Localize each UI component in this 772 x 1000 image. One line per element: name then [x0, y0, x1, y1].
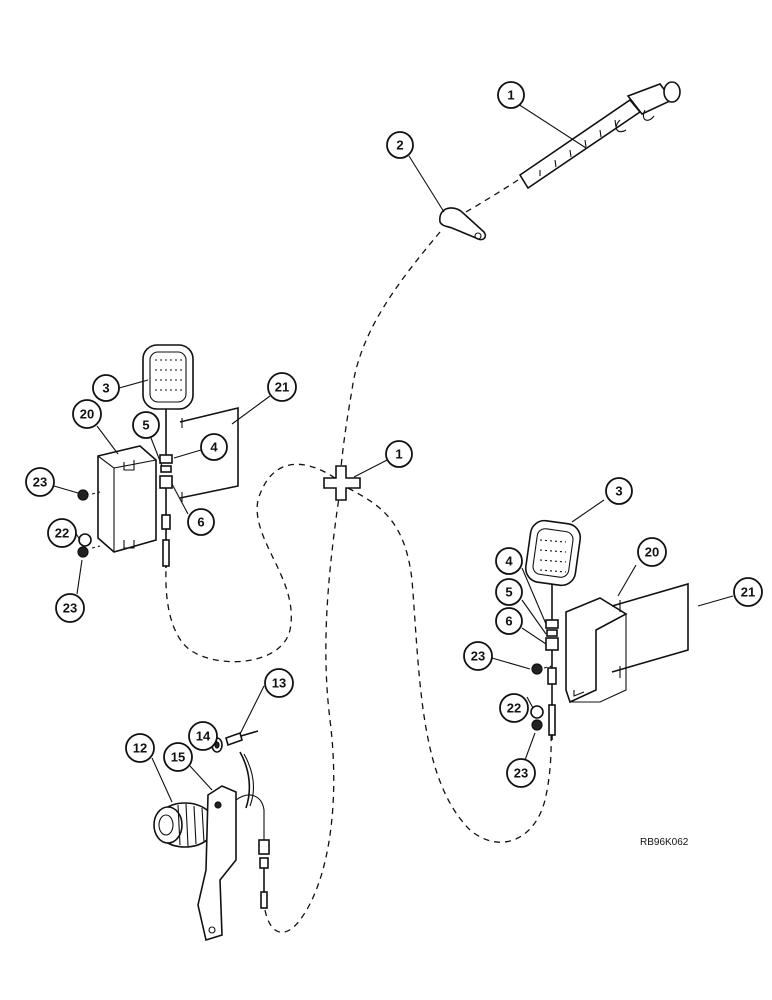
svg-text:21: 21	[275, 380, 289, 395]
right-nuts-washers	[530, 663, 553, 731]
svg-text:4: 4	[210, 440, 218, 455]
right-u-bolt-part-21	[611, 582, 689, 678]
wiring-harness	[165, 179, 552, 933]
svg-text:5: 5	[505, 585, 512, 600]
svg-text:1: 1	[395, 447, 402, 462]
svg-text:3: 3	[615, 484, 622, 499]
callout-20-right: 20	[637, 537, 667, 567]
callout-12: 12	[125, 733, 155, 763]
svg-text:13: 13	[272, 676, 286, 691]
callouts: 1 2 1 3 21 20 5 4 6 23 22 23 3 20 21 4 5…	[25, 81, 763, 788]
callout-22-right: 22	[499, 693, 529, 723]
callout-21-right: 21	[733, 577, 763, 607]
svg-text:23: 23	[33, 475, 47, 490]
svg-text:3: 3	[102, 381, 109, 396]
right-lamp-hardware	[545, 619, 559, 740]
svg-text:23: 23	[63, 601, 77, 616]
callout-6-right: 6	[495, 607, 523, 635]
svg-text:6: 6	[197, 515, 204, 530]
left-warning-lamp-part-3	[142, 344, 194, 460]
svg-text:20: 20	[645, 545, 659, 560]
svg-text:23: 23	[471, 649, 485, 664]
left-bracket-part-20	[97, 445, 157, 553]
callout-4-left: 4	[200, 433, 228, 461]
left-lamp-hardware	[159, 454, 173, 568]
svg-text:5: 5	[142, 418, 149, 433]
callout-3-left: 3	[92, 374, 120, 402]
callout-21-left: 21	[267, 372, 297, 402]
left-u-bolt-part-21	[179, 406, 239, 502]
svg-text:23: 23	[514, 766, 528, 781]
right-bracket-part-20	[565, 597, 628, 704]
callout-4-right: 4	[495, 547, 523, 575]
svg-text:22: 22	[507, 701, 521, 716]
right-warning-lamp-part-3	[524, 519, 582, 625]
callout-13: 13	[264, 668, 294, 698]
svg-text:20: 20	[80, 407, 94, 422]
svg-text:15: 15	[171, 750, 185, 765]
callout-22-left: 22	[47, 518, 77, 548]
callout-15: 15	[163, 742, 193, 772]
figure-code: RB96K062	[640, 837, 689, 848]
callout-3-right: 3	[605, 477, 633, 505]
callout-5-right: 5	[495, 578, 523, 606]
callout-5-left: 5	[132, 411, 160, 439]
callout-23-left-b: 23	[55, 593, 85, 623]
svg-text:4: 4	[505, 554, 513, 569]
svg-text:14: 14	[196, 729, 211, 744]
cross-junction-part-1	[323, 465, 361, 501]
callout-1-mid: 1	[385, 440, 413, 468]
callout-23-right-b: 23	[506, 758, 536, 788]
callout-14: 14	[188, 721, 218, 751]
callout-23-left-a: 23	[25, 467, 55, 497]
screw-part-13	[225, 730, 259, 747]
callout-2: 2	[386, 131, 414, 159]
callout-1-top: 1	[497, 81, 525, 109]
callout-23-right-a: 23	[463, 641, 493, 671]
svg-text:1: 1	[507, 88, 514, 103]
wire-clamp-part-2	[439, 207, 487, 241]
svg-text:21: 21	[741, 585, 755, 600]
callout-6-left: 6	[187, 508, 215, 536]
rotation-arc-marks	[239, 751, 254, 809]
svg-text:2: 2	[396, 138, 403, 153]
mounting-bracket-part-15	[197, 785, 270, 942]
svg-text:6: 6	[505, 614, 512, 629]
callout-20-left: 20	[72, 399, 102, 429]
harness-plug-part-1	[518, 81, 681, 190]
svg-text:22: 22	[55, 526, 69, 541]
svg-text:12: 12	[133, 741, 147, 756]
left-nuts-washers	[77, 489, 101, 558]
